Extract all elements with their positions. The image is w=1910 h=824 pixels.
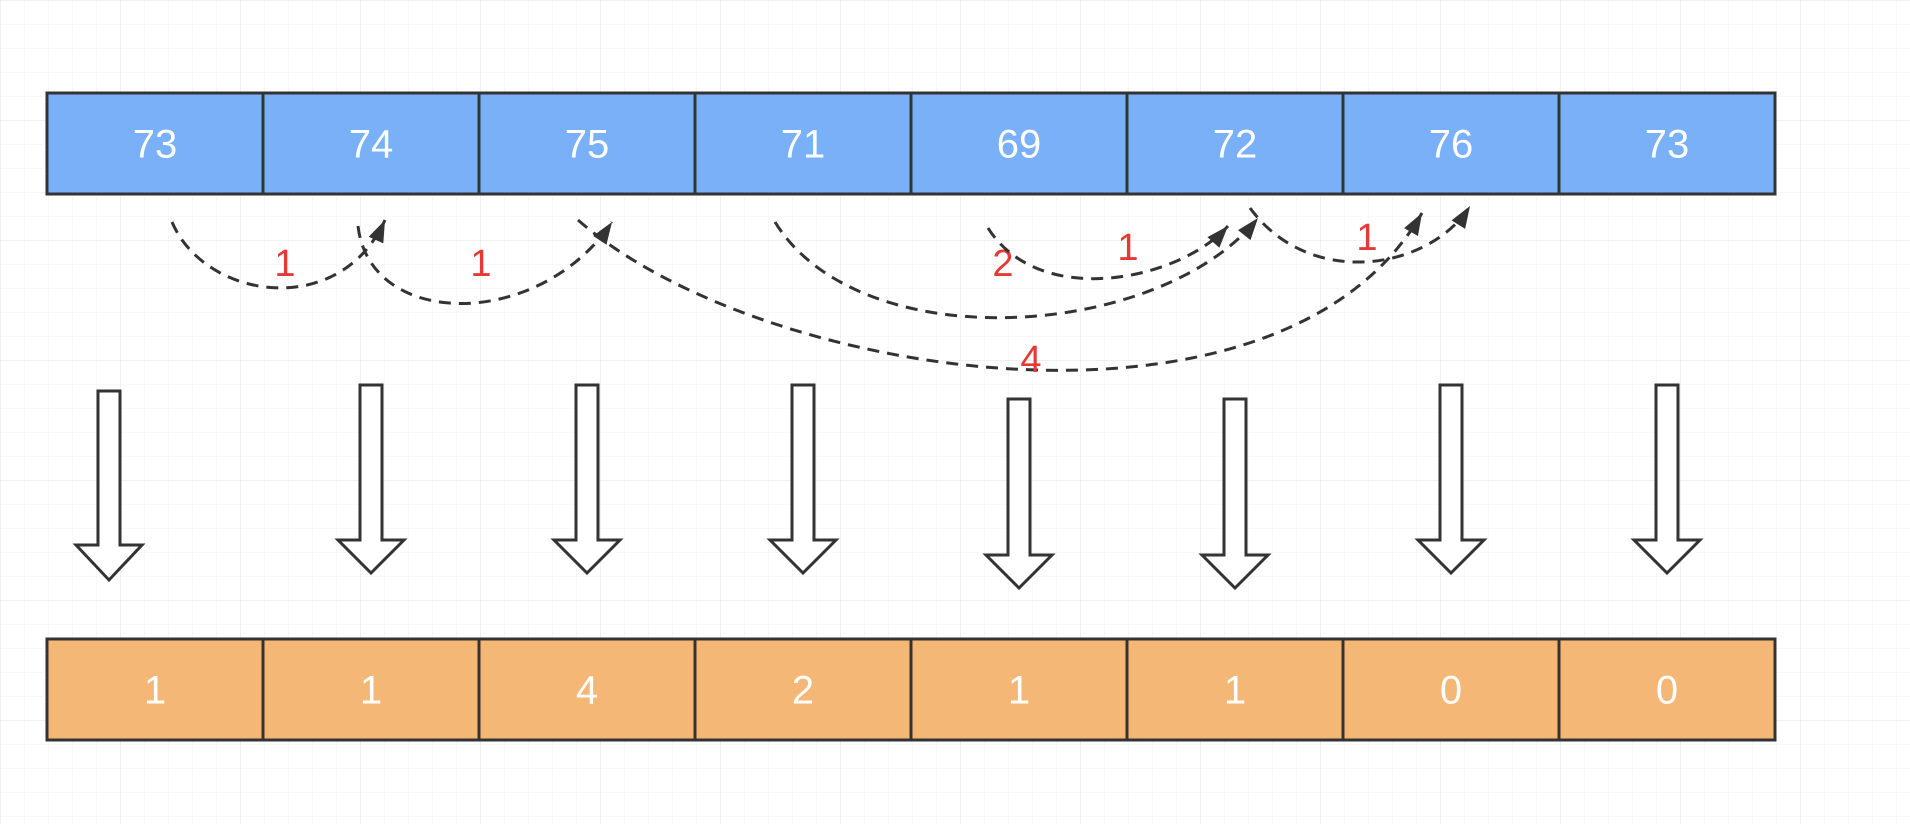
temperature-cell-box (45, 91, 265, 196)
arc-arrowhead (1237, 218, 1258, 241)
down-arrow (1630, 383, 1704, 576)
jump-arc: 4 (577, 212, 1424, 381)
jump-arc-path (356, 221, 614, 305)
arc-arrowhead (368, 220, 385, 244)
result-cell: 1 (45, 637, 265, 742)
arc-arrowhead (1207, 226, 1228, 248)
result-cell-value: 1 (360, 669, 382, 713)
result-cell-value: 1 (1008, 669, 1030, 713)
jump-arcs: 1 1 4 2 1 1 (170, 205, 1472, 381)
jump-arc: 2 (773, 217, 1260, 320)
result-cell-box (909, 637, 1129, 742)
temperature-cell: 71 (693, 91, 913, 196)
temperature-cell-box (261, 91, 481, 196)
jump-arc-path (773, 217, 1260, 320)
temperature-array: 73 74 75 71 69 72 76 73 (45, 91, 1777, 196)
result-cell: 4 (477, 637, 697, 742)
result-array: 1 1 4 2 1 1 0 0 (45, 637, 1777, 742)
down-arrow (766, 383, 840, 576)
jump-arc-path (986, 225, 1230, 281)
temperature-cell-value: 71 (781, 123, 826, 167)
temperature-cell-value: 73 (133, 123, 178, 167)
down-arrow (1198, 397, 1272, 591)
result-cell: 1 (909, 637, 1129, 742)
temperature-cell-box (477, 91, 697, 196)
result-cell: 1 (261, 637, 481, 742)
result-cell: 0 (1557, 637, 1777, 742)
temperature-cell-box (909, 91, 1129, 196)
jump-distance-label: 1 (274, 243, 295, 285)
jump-arc-path (577, 212, 1424, 372)
down-arrow (334, 383, 408, 576)
temperature-cell: 73 (1557, 91, 1777, 196)
result-cell-value: 2 (792, 669, 814, 713)
temperature-cell-value: 75 (565, 123, 610, 167)
result-cell-box (45, 637, 265, 742)
result-cell-box (1557, 637, 1777, 742)
jump-distance-label: 1 (1356, 217, 1377, 259)
down-arrows (72, 383, 1704, 591)
temperature-cell: 72 (1125, 91, 1345, 196)
down-arrow (72, 389, 146, 583)
temperature-cell-box (693, 91, 913, 196)
result-cell-box (1341, 637, 1561, 742)
result-cell-box (261, 637, 481, 742)
result-cell-box (693, 637, 913, 742)
jump-arc: 1 (356, 221, 614, 305)
jump-distance-label: 1 (470, 243, 491, 285)
temperature-cell-value: 74 (349, 123, 394, 167)
arc-arrowhead (1451, 206, 1470, 229)
arc-arrowhead (1404, 213, 1422, 237)
temperature-cell-value: 69 (997, 123, 1042, 167)
jump-arc-path (1248, 205, 1472, 264)
down-arrow (1414, 383, 1488, 576)
temperature-cell-value: 73 (1645, 123, 1690, 167)
down-arrow (550, 383, 624, 576)
temperature-cell-box (1125, 91, 1345, 196)
result-cell-value: 1 (144, 669, 166, 713)
jump-arc-path (170, 219, 387, 290)
result-cell: 0 (1341, 637, 1561, 742)
temperature-cell: 75 (477, 91, 697, 196)
temperature-cell-value: 76 (1429, 123, 1474, 167)
jump-arc: 1 (170, 219, 387, 290)
result-cell: 2 (693, 637, 913, 742)
jump-distance-label: 4 (1020, 339, 1041, 381)
down-arrow (982, 397, 1056, 591)
arc-arrowhead (593, 222, 612, 245)
result-cell: 1 (1125, 637, 1345, 742)
jump-arc: 1 (986, 225, 1230, 281)
temperature-cell: 76 (1341, 91, 1561, 196)
jump-distance-label: 2 (992, 243, 1013, 285)
jump-arc: 1 (1248, 205, 1472, 264)
temperature-cell: 73 (45, 91, 265, 196)
result-cell-value: 0 (1656, 669, 1678, 713)
temperature-cell: 74 (261, 91, 481, 196)
temperature-cell: 69 (909, 91, 1129, 196)
result-cell-box (477, 637, 697, 742)
result-cell-value: 0 (1440, 669, 1462, 713)
temperature-cell-value: 72 (1213, 123, 1258, 167)
jump-distance-label: 1 (1117, 227, 1138, 269)
result-cell-value: 1 (1224, 669, 1246, 713)
temperature-cell-box (1557, 91, 1777, 196)
result-cell-value: 4 (576, 669, 598, 713)
